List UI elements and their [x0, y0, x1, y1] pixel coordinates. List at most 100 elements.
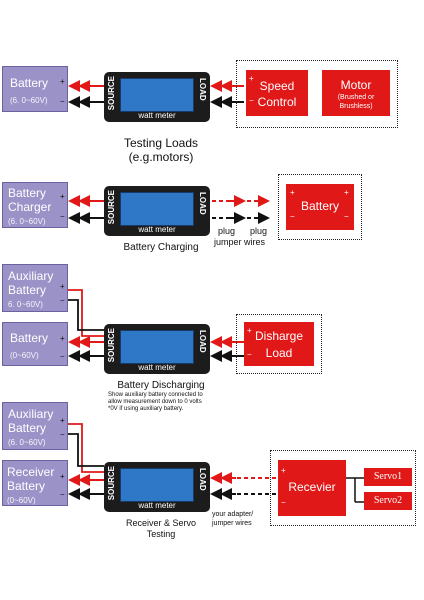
source-label: SOURCE [107, 466, 116, 501]
servo1-box: Servo1 [364, 468, 412, 486]
battery-charger-box: Battery Charger (6. 0~60V) [2, 182, 68, 228]
watt-meter: SOURCE LOAD watt meter [104, 462, 210, 512]
aux-label1: Auxiliary [8, 407, 54, 421]
receiver-servo-frame [270, 450, 416, 526]
rx-label2: Battery [7, 479, 46, 493]
minus-sign: − [290, 212, 295, 221]
note-line1: Show auxiliary battery connected to [108, 392, 203, 398]
minus-sign: − [249, 96, 254, 105]
charger-label1: Battery [8, 186, 47, 200]
minus-sign: − [60, 490, 65, 499]
caption-text: Battery Charging [123, 242, 199, 253]
minus-sign: − [60, 430, 65, 439]
motor-label: Motor [340, 78, 372, 92]
discharging-note: Show auxiliary battery connected to allo… [108, 392, 248, 413]
source-label: SOURCE [107, 76, 116, 111]
battery-range: (6. 0~60V) [10, 96, 48, 105]
minus-sign: − [344, 212, 349, 221]
caption-testing-loads: Testing Loads (e.g.motors) [96, 136, 226, 164]
jumper-wires-label: jumper wires [214, 237, 266, 247]
rx-label1: Receiver [7, 465, 55, 479]
battery-label: Battery [10, 76, 49, 90]
caption-receiver-servo: Receiver & Servo Testing [96, 518, 226, 540]
note-line3: *0V if using auxiliary battery. [108, 406, 184, 412]
receiver-box: Recevier [278, 460, 346, 516]
load-label: LOAD [198, 78, 207, 101]
load-label: LOAD [198, 468, 207, 491]
servo2-label: Servo2 [373, 495, 403, 506]
battery-load-label: Battery [300, 199, 339, 213]
load-label: LOAD [198, 192, 207, 215]
minus-sign: − [60, 212, 65, 221]
charger-label2: Charger [8, 200, 52, 214]
auxiliary-battery-box: Auxiliary Battery 6. 0~60V) [2, 264, 68, 312]
aux-label2: Battery [8, 283, 47, 297]
diagram4-wires [68, 423, 364, 503]
caption-battery-charging: Battery Charging [96, 242, 226, 253]
watt-meter: SOURCE LOAD watt meter [104, 324, 210, 374]
caption-line2: (e.g.motors) [128, 150, 194, 164]
minus-sign: − [281, 498, 286, 507]
minus-sign: − [247, 350, 252, 359]
watt-meter: SOURCE LOAD watt meter [104, 72, 210, 122]
aux-label1: Auxiliary [8, 269, 54, 283]
plus-sign: + [60, 77, 65, 86]
servo1-label: Servo1 [373, 471, 403, 482]
receiver-label: Recevier [288, 480, 336, 494]
battery-range: (0~60V) [10, 351, 39, 360]
battery-label: Battery [10, 331, 49, 345]
control-label: Control [257, 95, 297, 109]
battery-source-box: Battery (0~60V) [2, 322, 68, 366]
plus-sign: + [60, 334, 65, 343]
discharge-label: Disharge [254, 329, 304, 343]
battery-source-box: Battery (6. 0~60V) [2, 66, 68, 112]
aux-range: 6. 0~60V) [8, 300, 43, 309]
load-label: LOAD [198, 330, 207, 353]
meter-screen [120, 330, 194, 364]
plus-sign: + [60, 192, 65, 201]
watt-meter-label: watt meter [138, 501, 176, 510]
load-group-frame [236, 60, 398, 128]
plus-sign: + [60, 472, 65, 481]
source-label: SOURCE [107, 190, 116, 225]
speed-label: Speed [259, 79, 295, 93]
speed-control-box: Speed Control [246, 70, 308, 116]
battery-frame [278, 174, 362, 240]
plus-sign: + [60, 416, 65, 425]
receiver-battery-box: Receiver Battery (0~60V) [2, 460, 68, 506]
note-line2: allow measurement down to 0 volts [108, 399, 202, 405]
meter-screen [120, 192, 194, 226]
caption-line1: Testing Loads [123, 136, 199, 150]
aux-label2: Battery [8, 421, 47, 435]
diagram1-wires [68, 80, 244, 108]
diagram2-wires [68, 195, 270, 224]
plus-sign: + [344, 188, 349, 197]
discharge-load-frame [236, 314, 322, 374]
diagram3-wires [68, 289, 244, 362]
load-label: Load [265, 346, 293, 360]
source-label: SOURCE [107, 328, 116, 363]
watt-meter: SOURCE LOAD watt meter [104, 186, 210, 236]
rx-range: (0~60V) [7, 496, 36, 505]
motor-type-label: (Brushed or Brushless) [337, 94, 375, 110]
plus-sign: + [60, 282, 65, 291]
plug-label-2: plug [250, 226, 268, 236]
meter-screen [120, 468, 194, 502]
discharge-load-box: Disharge Load [244, 322, 314, 366]
minus-sign: − [60, 97, 65, 106]
adapter-label-2: jumper wires [212, 520, 252, 527]
plus-sign: + [290, 188, 295, 197]
watt-meter-label: watt meter [138, 225, 176, 234]
plus-sign: + [249, 74, 254, 83]
meter-screen [120, 78, 194, 112]
plus-sign: + [281, 466, 286, 475]
plug-label-1: plug [218, 226, 236, 236]
motor-box: Motor (Brushed or Brushless) [322, 70, 390, 116]
battery-load-box: Battery [286, 184, 354, 230]
aux-range: (6. 0~60V) [8, 438, 46, 447]
watt-meter-label: watt meter [138, 363, 176, 372]
watt-meter-label: watt meter [138, 111, 176, 120]
minus-sign: − [60, 296, 65, 305]
caption-line2: Testing [146, 529, 176, 539]
